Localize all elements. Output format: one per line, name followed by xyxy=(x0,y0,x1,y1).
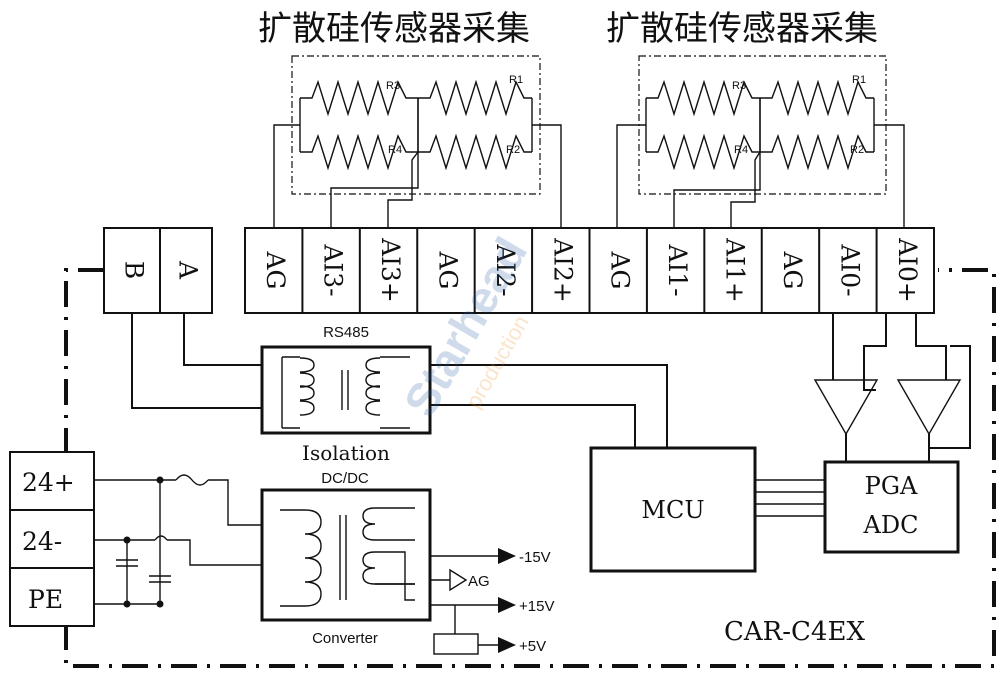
terminal-label: AI2+ xyxy=(548,237,577,303)
svg-text:PE: PE xyxy=(28,585,63,614)
svg-text:R3: R3 xyxy=(386,80,400,92)
power-terminals: 24+ 24- PE xyxy=(9,451,95,627)
svg-text:+5V: +5V xyxy=(519,638,546,655)
terminal-label: AI1- xyxy=(663,243,692,296)
svg-text:Converter: Converter xyxy=(312,630,378,647)
svg-text:R3: R3 xyxy=(732,80,746,92)
sensor-bridge-1: R3 R1 R4 R2 xyxy=(291,55,541,195)
terminal-label: AI0+ xyxy=(893,237,922,303)
terminal-label: AI2- xyxy=(491,243,520,296)
svg-text:R4: R4 xyxy=(388,144,402,156)
sensor-title-1: 扩散硅传感器采集 xyxy=(258,9,530,49)
terminal-label: AG xyxy=(433,250,462,289)
svg-text:RS485: RS485 xyxy=(323,324,369,341)
mcu-block xyxy=(589,446,757,573)
model-label: CAR-C4EX xyxy=(724,617,865,647)
terminal-label: AG xyxy=(261,250,290,289)
svg-text:AG: AG xyxy=(468,573,490,590)
svg-text:A: A xyxy=(174,260,203,280)
adc-label: ADC xyxy=(863,511,919,539)
svg-text:R1: R1 xyxy=(852,74,866,86)
svg-text:R2: R2 xyxy=(850,144,864,156)
input-amplifiers xyxy=(813,313,971,462)
dcdc-converter: DC/DC Converter xyxy=(260,470,432,647)
svg-text:R2: R2 xyxy=(506,144,520,156)
rs485-isolator: RS485 Isolation xyxy=(260,324,432,465)
terminal-label: AG xyxy=(606,250,635,289)
svg-text:B: B xyxy=(120,261,149,279)
power-filter xyxy=(94,474,262,608)
mcu-adc-bus xyxy=(755,479,825,517)
sensor-title-2: 扩散硅传感器采集 xyxy=(606,9,878,49)
mcu-label: MCU xyxy=(641,496,704,524)
svg-text:R1: R1 xyxy=(509,74,523,86)
svg-text:24+: 24+ xyxy=(22,468,75,497)
terminal-label: AI1+ xyxy=(721,237,750,303)
terminal-label: AI3+ xyxy=(376,237,405,303)
terminal-label: AI3- xyxy=(319,243,348,296)
svg-text:24-: 24- xyxy=(22,527,62,556)
terminal-strip: AG AI3- AI3+ AG AI2- AI2+ AG AI1- AI1+ AG AI0- AI0+ xyxy=(244,227,935,314)
svg-text:+15V: +15V xyxy=(519,598,554,615)
pga-adc-block xyxy=(823,460,960,554)
bus-terminals: B A xyxy=(103,227,213,314)
power-outputs: -15V AG +15V +5V xyxy=(430,548,554,655)
svg-text:DC/DC: DC/DC xyxy=(321,470,369,487)
pga-label: PGA xyxy=(865,472,918,500)
svg-text:-15V: -15V xyxy=(519,549,551,566)
sensor-bridge-2: R3 R1 R4 R2 xyxy=(638,55,887,195)
rs485-wires xyxy=(131,313,668,448)
enclosure-boundary xyxy=(64,268,996,668)
bridge-wires xyxy=(273,98,905,228)
terminal-label: AG xyxy=(778,250,807,289)
terminal-label: AI0- xyxy=(835,243,864,296)
svg-text:R4: R4 xyxy=(734,144,748,156)
svg-text:Isolation: Isolation xyxy=(302,441,390,465)
